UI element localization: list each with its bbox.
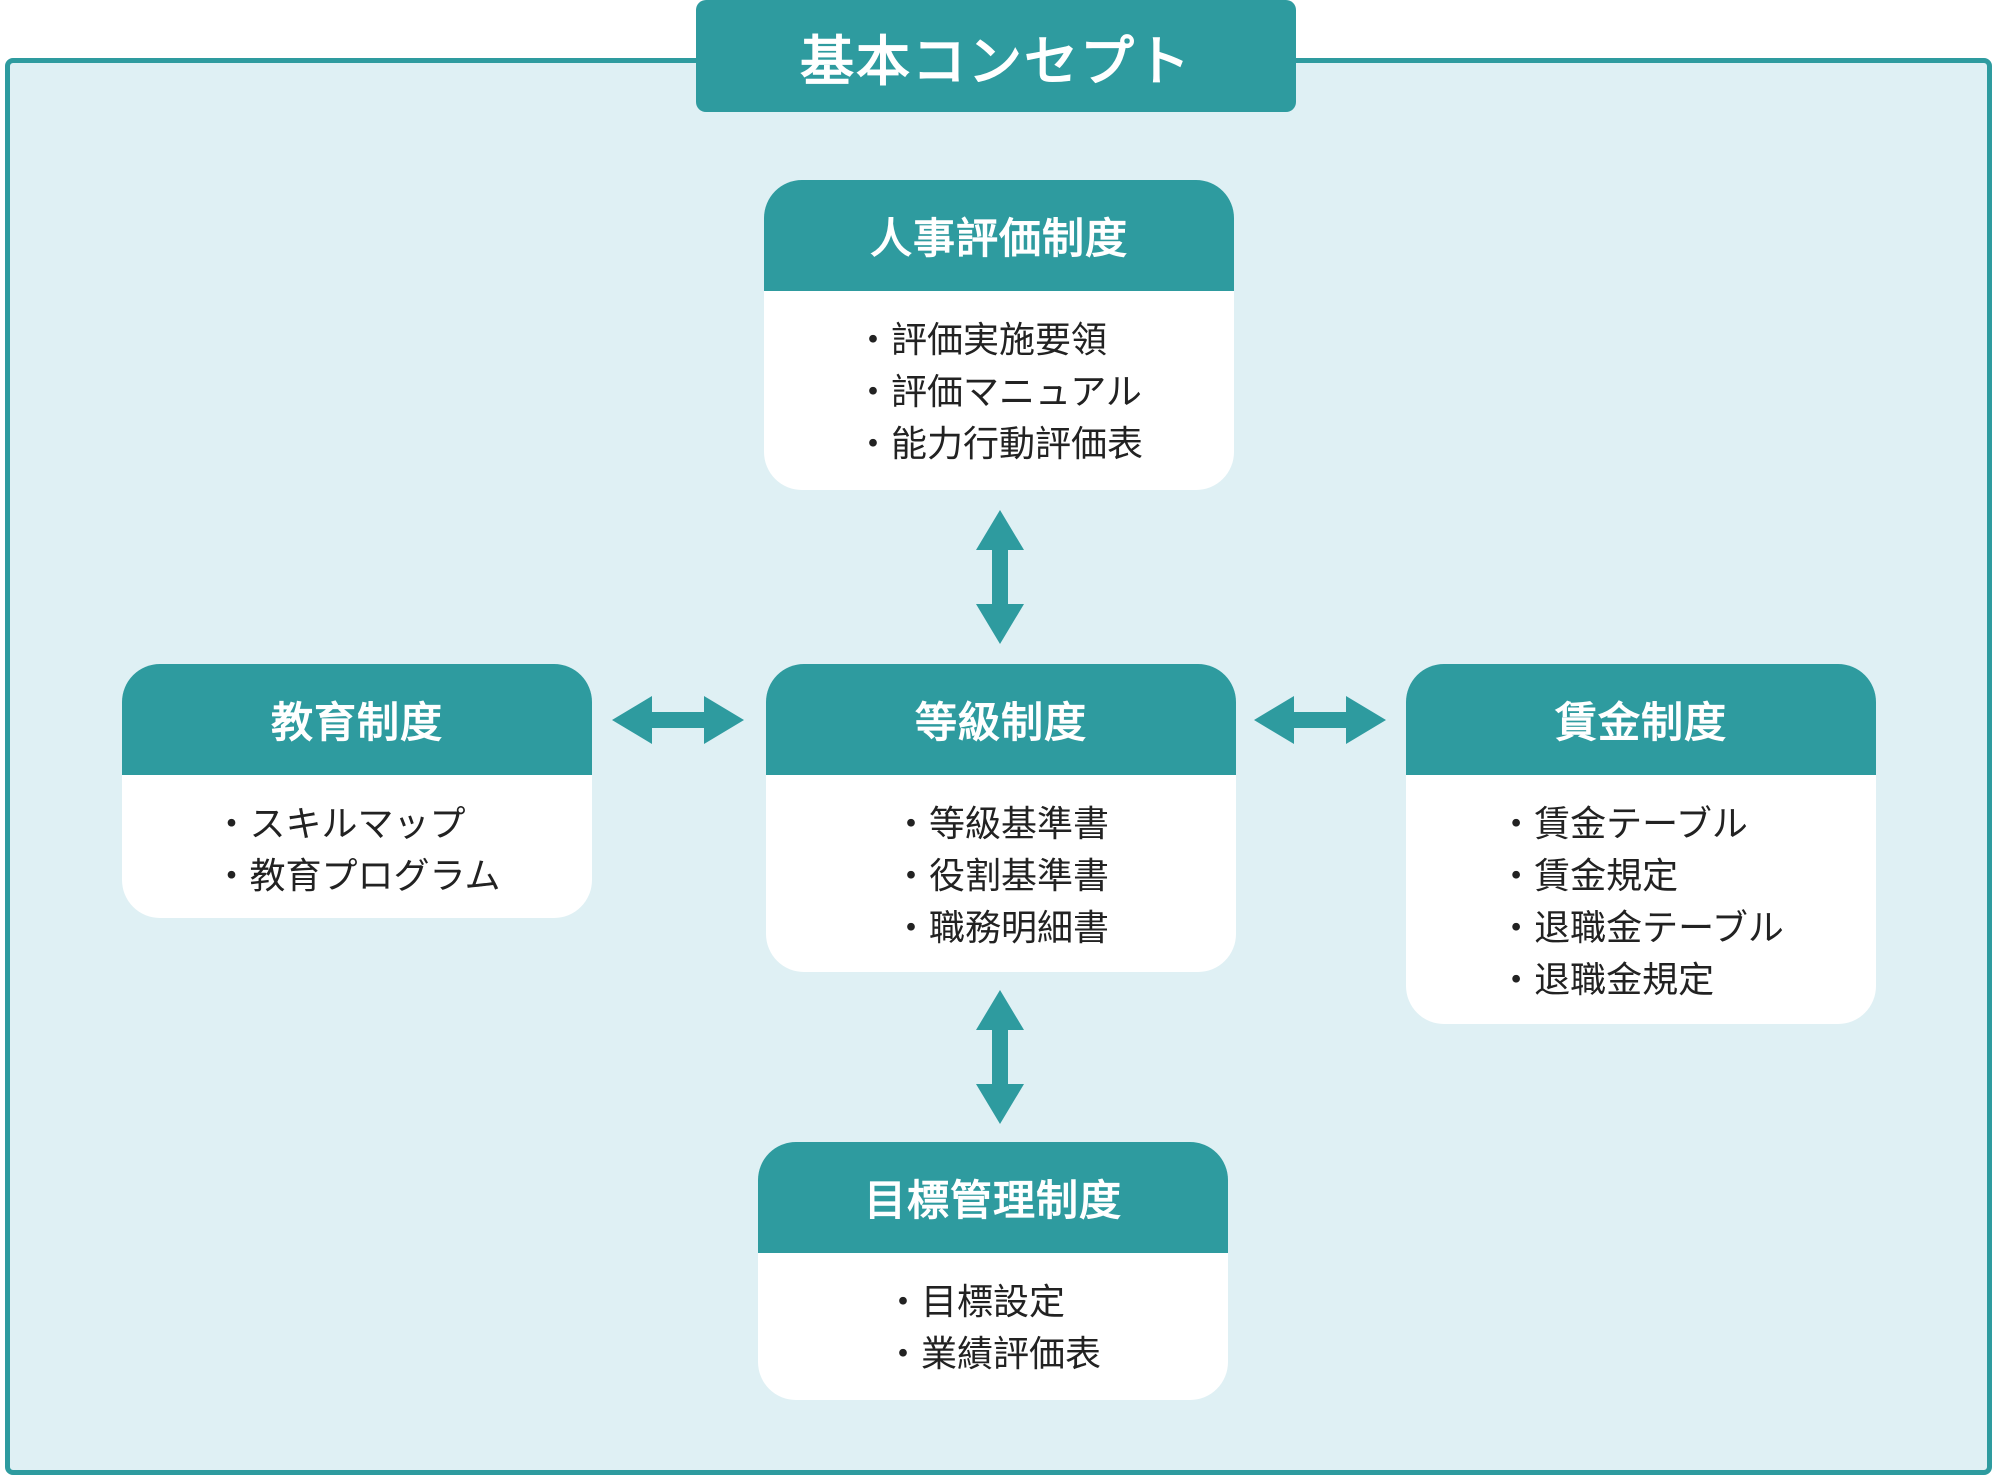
list-item: 賃金規定: [1498, 851, 1784, 903]
wage-system-box: 賃金制度 賃金テーブル 賃金規定 退職金テーブル 退職金規定: [1406, 664, 1876, 1024]
grade-system-title: 等級制度: [766, 664, 1236, 775]
evaluation-system-box: 人事評価制度 評価実施要領 評価マニュアル 能力行動評価表: [764, 180, 1234, 490]
list-item: 教育プログラム: [214, 851, 501, 903]
evaluation-system-list: 評価実施要領 評価マニュアル 能力行動評価表: [855, 315, 1143, 471]
list-item: 能力行動評価表: [855, 419, 1143, 471]
wage-system-list: 賃金テーブル 賃金規定 退職金テーブル 退職金規定: [1498, 799, 1784, 1007]
list-item: 職務明細書: [893, 903, 1109, 955]
list-item: 役割基準書: [893, 851, 1109, 903]
list-item: 賃金テーブル: [1498, 799, 1784, 851]
horizontal-double-arrow-right: [1254, 696, 1386, 744]
vertical-double-arrow-top: [976, 510, 1024, 644]
list-item: 評価実施要領: [855, 315, 1143, 367]
wage-system-title: 賃金制度: [1406, 664, 1876, 775]
objective-management-box: 目標管理制度 目標設定 業績評価表: [758, 1142, 1228, 1400]
list-item: スキルマップ: [214, 799, 501, 851]
education-system-title: 教育制度: [122, 664, 592, 775]
objective-management-list: 目標設定 業績評価表: [885, 1277, 1101, 1381]
list-item: 等級基準書: [893, 799, 1109, 851]
education-system-box: 教育制度 スキルマップ 教育プログラム: [122, 664, 592, 918]
evaluation-system-title: 人事評価制度: [764, 180, 1234, 291]
vertical-double-arrow-bottom: [976, 990, 1024, 1124]
objective-management-title: 目標管理制度: [758, 1142, 1228, 1253]
list-item: 退職金テーブル: [1498, 903, 1784, 955]
grade-system-list: 等級基準書 役割基準書 職務明細書: [893, 799, 1109, 955]
list-item: 業績評価表: [885, 1329, 1101, 1381]
list-item: 退職金規定: [1498, 955, 1784, 1007]
grade-system-box: 等級制度 等級基準書 役割基準書 職務明細書: [766, 664, 1236, 972]
diagram-title: 基本コンセプト: [696, 0, 1296, 112]
list-item: 評価マニュアル: [855, 367, 1143, 419]
list-item: 目標設定: [885, 1277, 1101, 1329]
education-system-list: スキルマップ 教育プログラム: [214, 799, 501, 903]
horizontal-double-arrow-left: [612, 696, 744, 744]
